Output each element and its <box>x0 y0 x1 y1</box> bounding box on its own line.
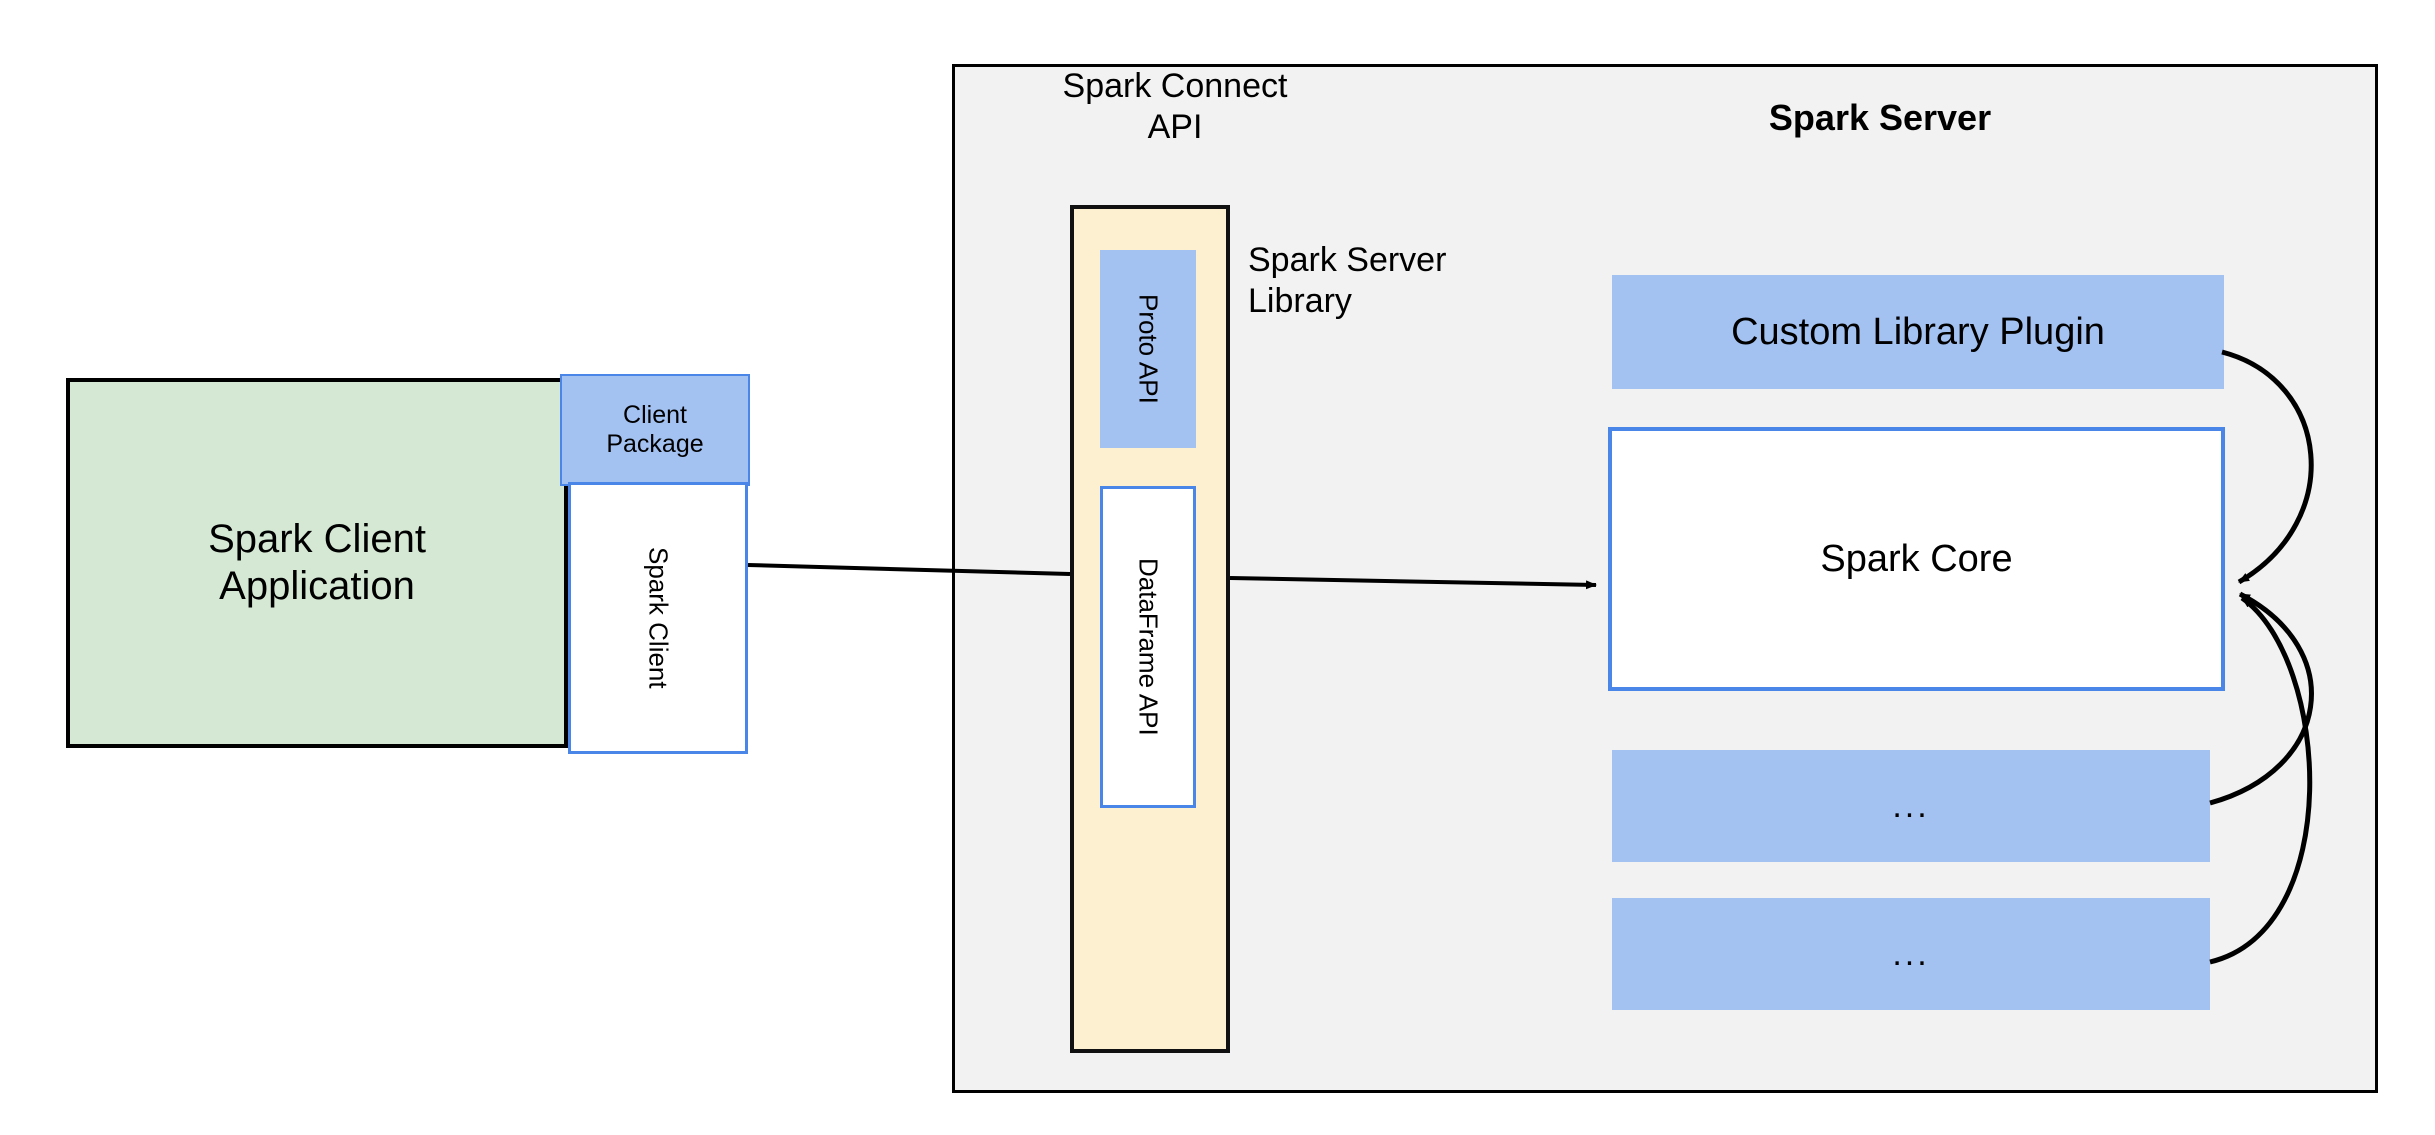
proto-api-label: Proto API <box>1133 294 1164 404</box>
spark-core-box[interactable]: Spark Core <box>1608 427 2225 691</box>
custom-library-plugin-box[interactable]: Custom Library Plugin <box>1612 275 2224 389</box>
spark-server-library-label: Spark Server Library <box>1248 241 1447 321</box>
spark-client-application-box[interactable]: Spark Client Application <box>66 378 568 748</box>
client-package-box[interactable]: Client Package <box>560 374 750 486</box>
server-component-ellipsis-two[interactable]: ... <box>1612 898 2210 1010</box>
dataframe-api-label: DataFrame API <box>1133 558 1164 736</box>
spark-connect-api-label: Spark Connect API <box>1062 67 1288 147</box>
spark-client-box[interactable]: Spark Client <box>568 482 748 754</box>
proto-api-box[interactable]: Proto API <box>1100 250 1196 448</box>
spark-server-title: Spark Server <box>1768 97 1992 138</box>
dataframe-api-box[interactable]: DataFrame API <box>1100 486 1196 808</box>
spark-client-label: Spark Client <box>643 547 674 689</box>
server-component-ellipsis-one[interactable]: ... <box>1612 750 2210 862</box>
